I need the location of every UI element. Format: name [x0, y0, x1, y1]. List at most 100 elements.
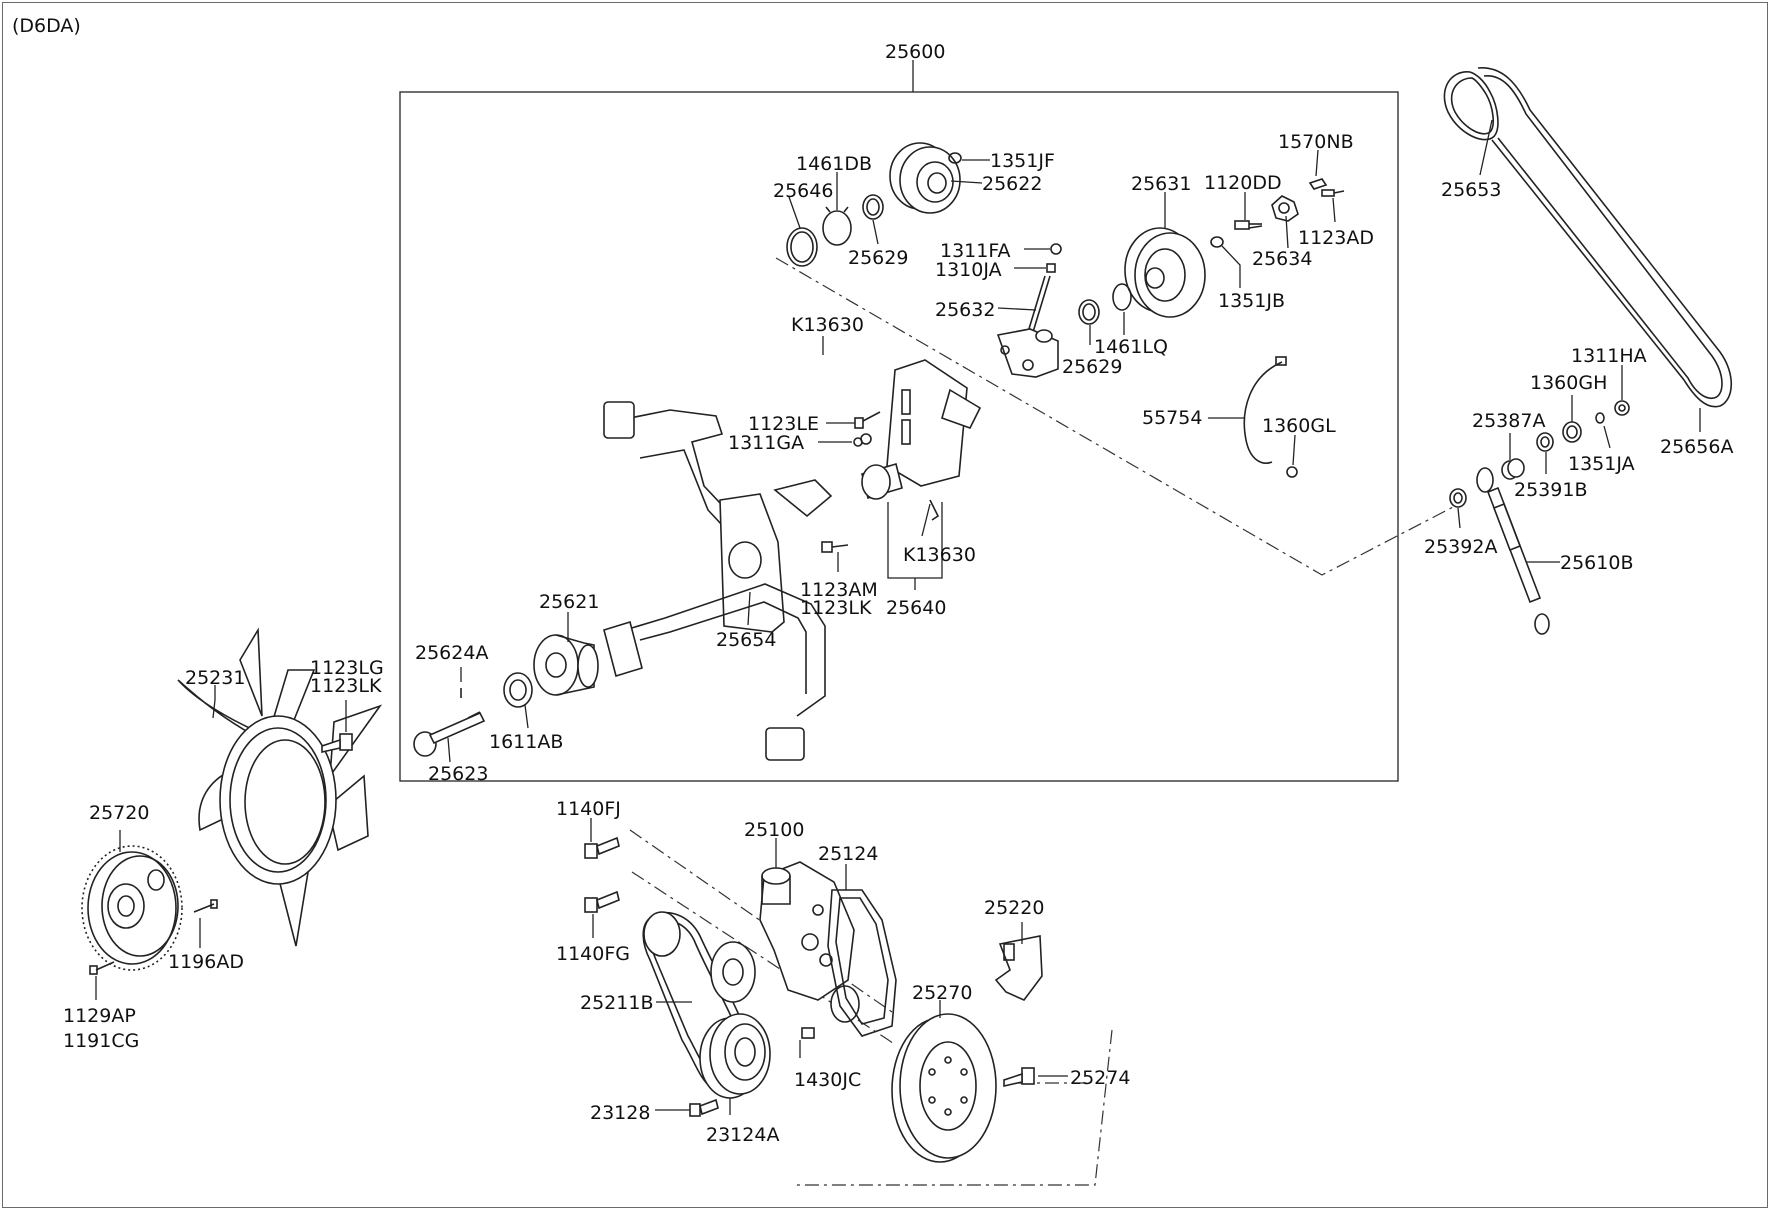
part-label-23124A[interactable]: 23124A: [706, 1124, 779, 1146]
washer-1351JB: [1210, 236, 1224, 248]
part-label-25656A[interactable]: 25656A: [1660, 436, 1733, 458]
shaft-25623: [413, 711, 486, 757]
part-label-1123AD[interactable]: 1123AD: [1298, 227, 1374, 249]
idler-pulley-25631: [1124, 227, 1206, 318]
part-label-25653[interactable]: 25653: [1441, 179, 1501, 201]
part-label-1611AB[interactable]: 1611AB: [489, 731, 563, 753]
nut-1311GA: [853, 433, 872, 447]
part-label-25631[interactable]: 25631: [1131, 173, 1191, 195]
centerline-pulley: [794, 1029, 1113, 1186]
part-label-1120DD[interactable]: 1120DD: [1204, 172, 1282, 194]
part-label-1351JB[interactable]: 1351JB: [1218, 290, 1285, 312]
snap-ring-25646: [786, 227, 818, 267]
part-label-25621[interactable]: 25621: [539, 591, 599, 613]
washer-1310JA: [1046, 263, 1056, 273]
bolt-1123AM: [821, 541, 849, 553]
part-label-1140FG[interactable]: 1140FG: [556, 943, 630, 965]
part-label-1461LQ[interactable]: 1461LQ: [1094, 336, 1168, 358]
cooling-fan-25231: [177, 627, 383, 947]
part-label-1140FJ[interactable]: 1140FJ: [556, 798, 621, 820]
part-label-25646[interactable]: 25646: [773, 180, 833, 202]
snap-ring-1461LQ: [1112, 283, 1132, 311]
part-label-25124[interactable]: 25124: [818, 843, 878, 865]
part-label-25634[interactable]: 25634: [1252, 248, 1312, 270]
bracket-25220: [994, 935, 1043, 1001]
bolt-1140FG: [584, 890, 620, 913]
part-label-1570NB[interactable]: 1570NB: [1278, 131, 1354, 153]
part-label-25610B[interactable]: 25610B: [1560, 552, 1633, 574]
assembly-25600-box: [399, 91, 1399, 782]
part-label-25391B[interactable]: 25391B: [1514, 479, 1587, 501]
part-label-1310JA[interactable]: 1310JA: [935, 259, 1002, 281]
damper-pulley-25270: [891, 1013, 997, 1163]
nut-1311FA: [1050, 243, 1062, 255]
part-label-1311HA[interactable]: 1311HA: [1571, 345, 1647, 367]
part-label-1123LE[interactable]: 1123LE: [748, 413, 819, 435]
washer-25392A: [1449, 488, 1467, 508]
part-label-25654[interactable]: 25654: [716, 629, 776, 651]
part-label-1123LK[interactable]: 1123LK: [800, 597, 872, 619]
model-code-label: (D6DA): [12, 15, 81, 37]
pulley-25622: [889, 142, 961, 214]
fan-clutch-25720: [81, 845, 183, 971]
part-label-K13630-upper[interactable]: K13630: [791, 314, 864, 336]
part-label-1191CG[interactable]: 1191CG: [63, 1030, 139, 1052]
part-label-1196AD[interactable]: 1196AD: [168, 951, 244, 973]
part-label-23128[interactable]: 23128: [590, 1102, 650, 1124]
part-label-1311FA[interactable]: 1311FA: [940, 240, 1011, 262]
water-pump-25100: [759, 861, 860, 1023]
bolt-K13630-lower: [929, 499, 940, 521]
part-label-K13630-lower[interactable]: K13630: [903, 544, 976, 566]
part-label-25629-upper[interactable]: 25629: [848, 247, 908, 269]
bolt-1140FJ: [584, 836, 620, 859]
part-label-1123LK-fan[interactable]: 1123LK: [310, 675, 382, 697]
part-label-1351JF[interactable]: 1351JF: [990, 150, 1055, 172]
washer-1360GH: [1562, 421, 1582, 443]
part-label-25624A[interactable]: 25624A: [415, 642, 488, 664]
washer-1351JA: [1595, 412, 1605, 424]
part-label-25220[interactable]: 25220: [984, 897, 1044, 919]
part-label-25231[interactable]: 25231: [185, 667, 245, 689]
part-label-25270[interactable]: 25270: [912, 982, 972, 1004]
part-label-25720[interactable]: 25720: [89, 802, 149, 824]
part-label-1360GH[interactable]: 1360GH: [1530, 372, 1607, 394]
part-label-25600[interactable]: 25600: [885, 41, 945, 63]
part-label-25211B[interactable]: 25211B: [580, 992, 653, 1014]
bearing-25629-lower: [1078, 299, 1100, 325]
nut-1311HA: [1614, 400, 1630, 416]
gasket-25124: [827, 889, 897, 1037]
part-label-1351JA[interactable]: 1351JA: [1568, 453, 1635, 475]
drive-belt-25656A: [1477, 67, 1732, 408]
bolt-1196AD: [193, 899, 218, 913]
bolt-1120DD: [1234, 220, 1263, 230]
part-label-1311GA[interactable]: 1311GA: [728, 432, 804, 454]
bolt-1129AP: [89, 961, 115, 975]
part-label-1430JC[interactable]: 1430JC: [794, 1069, 861, 1091]
part-label-25100[interactable]: 25100: [744, 819, 804, 841]
part-label-25640[interactable]: 25640: [886, 597, 946, 619]
nut-1351JF: [948, 152, 962, 164]
bearing-1611AB: [503, 672, 533, 708]
hose-55754: [1243, 361, 1283, 464]
tensioner-bracket-25640: [861, 328, 1059, 500]
part-label-1123AM[interactable]: 1123AM: [800, 579, 878, 601]
damper-rod-25610B: [1476, 467, 1550, 635]
part-label-55754[interactable]: 55754: [1142, 407, 1202, 429]
bearing-25629-upper: [862, 194, 884, 220]
part-label-25629-lower[interactable]: 25629: [1062, 356, 1122, 378]
bushing-25387A: [1501, 458, 1525, 480]
part-label-25632[interactable]: 25632: [935, 299, 995, 321]
key-1430JC: [801, 1027, 815, 1039]
part-label-25274[interactable]: 25274: [1070, 1067, 1130, 1089]
part-label-25392A[interactable]: 25392A: [1424, 536, 1497, 558]
part-label-1123LG[interactable]: 1123LG: [310, 657, 384, 679]
hub-25621: [533, 634, 599, 696]
part-label-1129AP[interactable]: 1129AP: [63, 1005, 136, 1027]
part-label-1360GL[interactable]: 1360GL: [1262, 415, 1336, 437]
bolt-25274: [1003, 1067, 1035, 1087]
part-label-25623[interactable]: 25623: [428, 763, 488, 785]
part-label-25387A[interactable]: 25387A: [1472, 410, 1545, 432]
part-label-25622[interactable]: 25622: [982, 173, 1042, 195]
part-label-1461DB[interactable]: 1461DB: [796, 153, 872, 175]
